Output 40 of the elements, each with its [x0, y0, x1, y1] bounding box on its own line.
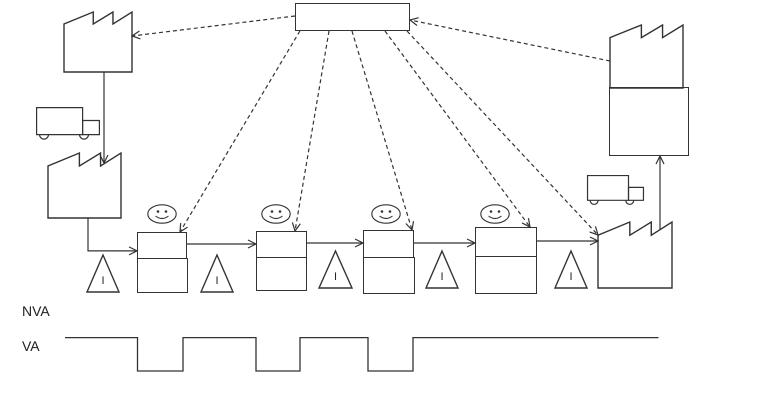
process-box: [256, 231, 307, 258]
factory-shape: [598, 222, 672, 288]
factory-shape: [610, 25, 683, 88]
inventory-triangle: [87, 255, 119, 292]
arrow: [414, 238, 476, 248]
process-box: [137, 232, 187, 259]
inventory-triangle: [555, 251, 587, 288]
factory-shape: [64, 12, 132, 72]
dashed-arrow: [406, 30, 599, 236]
dashed-arrow: [131, 15, 296, 40]
arrow: [87, 218, 138, 256]
node-label: I: [101, 276, 105, 287]
data-box: [256, 256, 307, 291]
dashed-arrow: [384, 30, 531, 228]
node-label: I: [440, 272, 444, 283]
dashed-arrow: [179, 30, 300, 233]
process-box: [363, 230, 414, 258]
row-label: NVA: [22, 303, 50, 319]
dashed-arrow: [409, 17, 610, 62]
arrow: [307, 238, 364, 248]
node-label: I: [215, 276, 219, 287]
dashed-arrow: [292, 30, 330, 232]
process-box: [475, 227, 537, 257]
inventory-triangle: [201, 255, 233, 292]
arrow: [99, 72, 109, 164]
factory-shape: [48, 153, 121, 218]
arrow: [537, 236, 599, 246]
inventory-triangle: [426, 251, 458, 288]
dashed-arrow: [351, 30, 414, 231]
row-label: VA: [22, 338, 40, 354]
node-label: I: [569, 272, 573, 283]
control-box: [295, 3, 410, 31]
data-box: [363, 256, 415, 294]
arrow: [187, 239, 257, 249]
node-label: I: [334, 272, 338, 283]
data-box: [609, 87, 689, 156]
inventory-triangle: [319, 251, 352, 288]
data-box: [475, 256, 537, 294]
data-box: [137, 258, 188, 293]
arrow: [655, 155, 665, 230]
